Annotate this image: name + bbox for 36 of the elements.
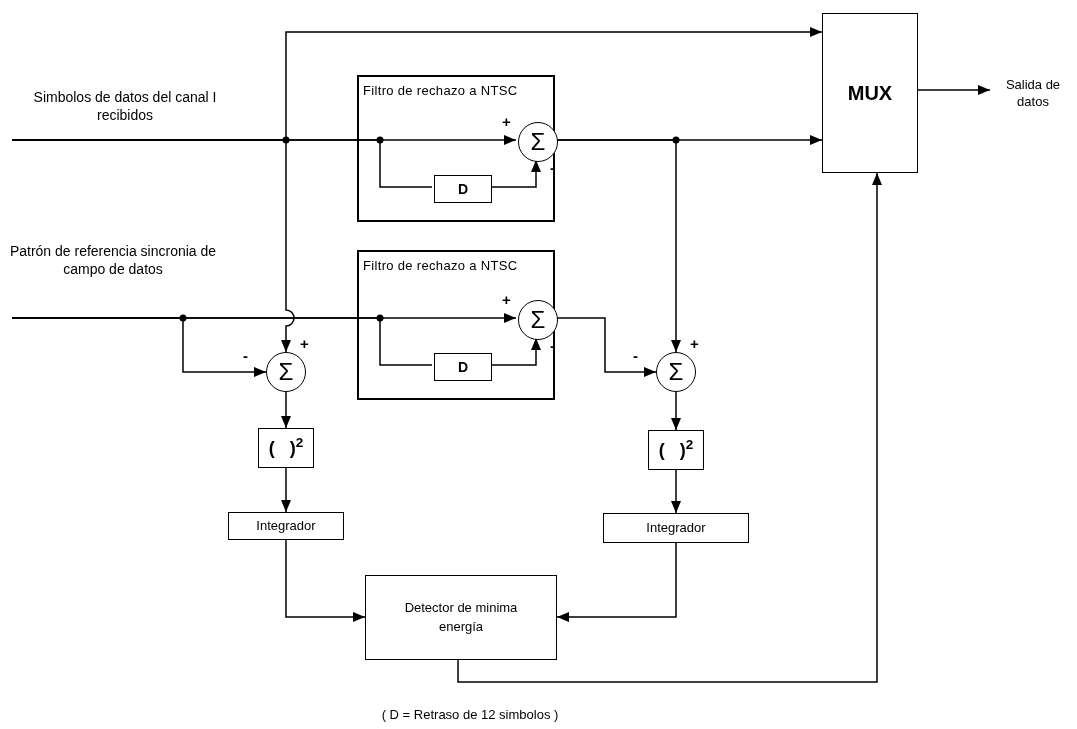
signal-arrow	[556, 542, 677, 622]
process-block: Integrador	[603, 513, 749, 543]
sign-label: -	[633, 348, 638, 363]
signal-arrow	[11, 139, 295, 353]
delay-block: D	[434, 353, 492, 381]
filter-block	[357, 75, 555, 222]
process-block: Integrador	[228, 512, 344, 540]
signal-arrow	[671, 391, 681, 431]
sign-label: -	[243, 348, 248, 363]
block-title: Filtro de rechazo a NTSC	[363, 257, 518, 275]
signal-arrow	[671, 469, 681, 514]
sign-label: +	[300, 336, 309, 351]
filter-block	[357, 250, 555, 400]
squarer-block: ( )$^{2}$	[258, 428, 314, 468]
signal-arrow	[917, 85, 991, 95]
delay-block: D	[434, 175, 492, 203]
summing-junction: Σ	[518, 300, 558, 340]
signal-arrow	[11, 317, 267, 377]
sign-label: +	[502, 114, 511, 129]
caption: ( D = Retraso de 12 simbolos )	[380, 706, 560, 724]
summing-junction: Σ	[518, 122, 558, 162]
block-title: Filtro de rechazo a NTSC	[363, 82, 518, 100]
signal-arrow	[281, 391, 291, 429]
signal-arrow	[281, 467, 291, 513]
sign-label: +	[690, 336, 699, 351]
squarer-block: ( )$^{2}$	[648, 430, 704, 470]
sign-label: +	[502, 292, 511, 307]
summing-junction: Σ	[656, 352, 696, 392]
multiplexer-block: MUX	[822, 13, 918, 173]
input-label: Patrón de referencia sincronia de campo de datos	[8, 242, 218, 279]
signal-arrow	[285, 539, 366, 622]
summing-junction: Σ	[266, 352, 306, 392]
input-label: Simbolos de datos del canal I recibidos	[32, 88, 218, 125]
process-block: Detector de minima energía	[365, 575, 557, 660]
output-label: Salida de datos	[990, 72, 1076, 116]
signal-arrow	[457, 172, 882, 683]
